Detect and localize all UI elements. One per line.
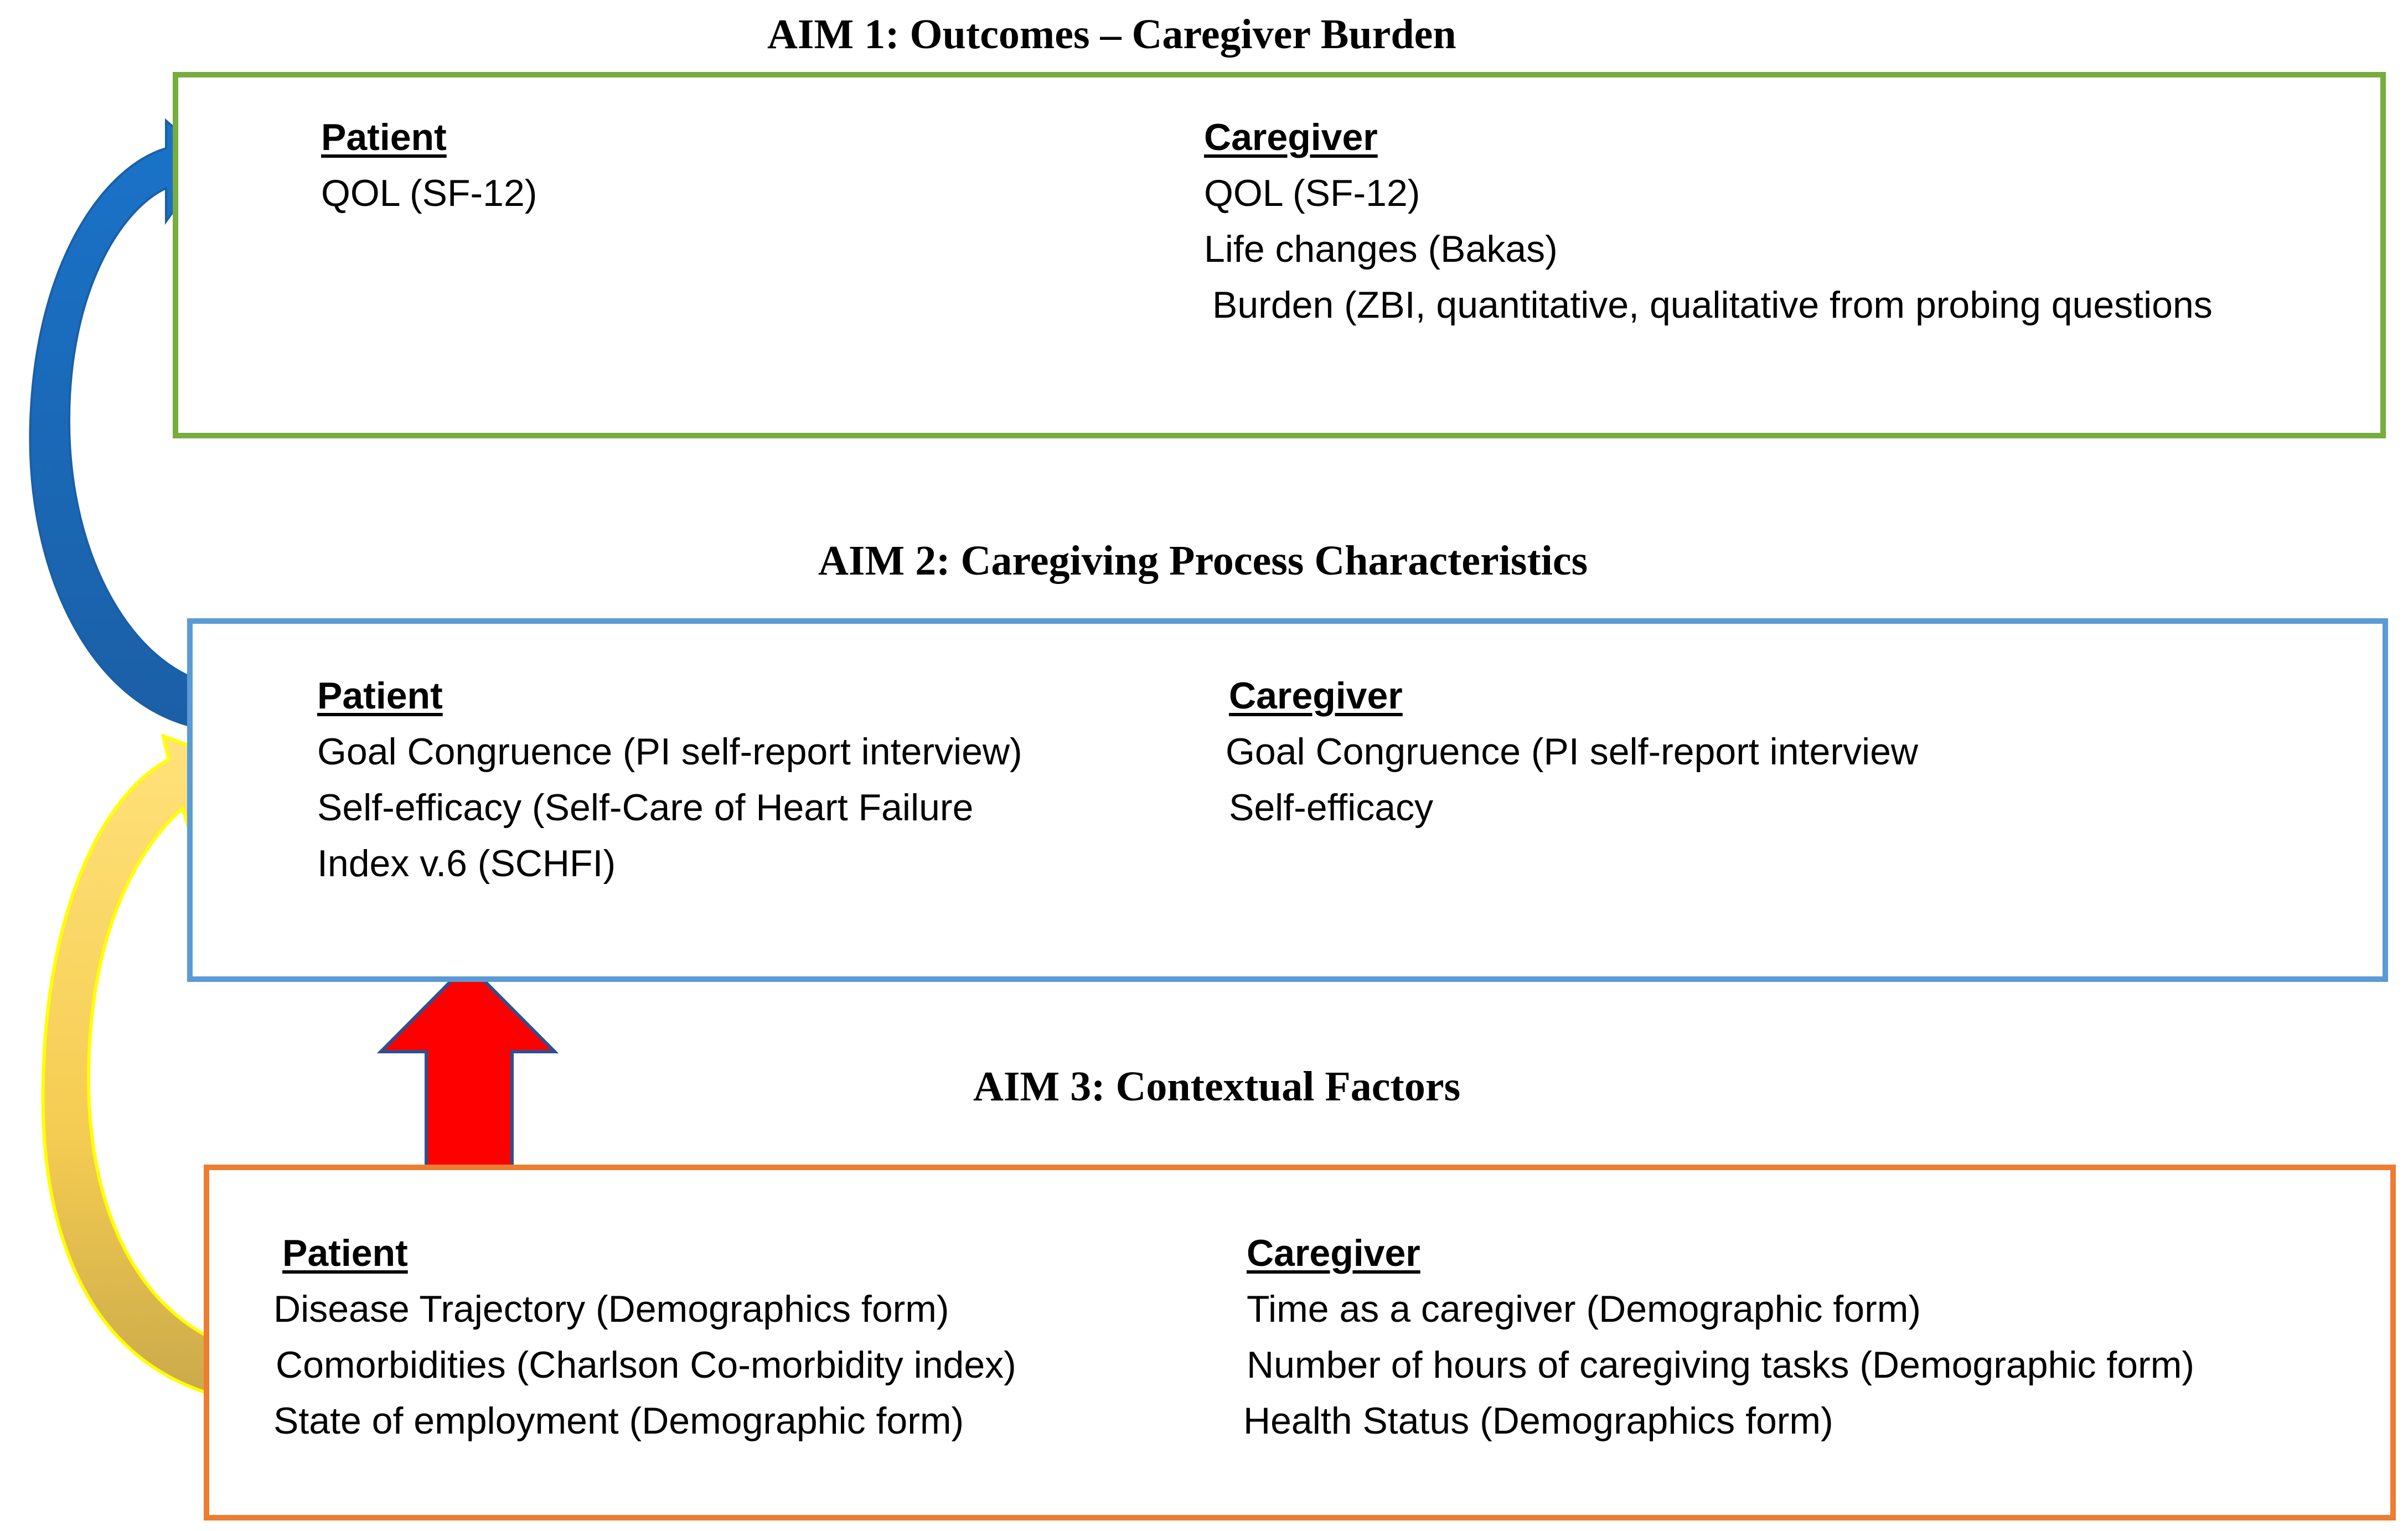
aim3-patient-item: State of employment (Demographic form) — [273, 1400, 964, 1442]
aim2-title: AIM 2: Caregiving Process Characteristic… — [818, 537, 1588, 584]
aim1-caregiver-item: QOL (SF-12) — [1204, 172, 1420, 214]
aim3-caregiver-item: Health Status (Demographics form) — [1243, 1400, 1833, 1442]
aim1-patient-item: QOL (SF-12) — [321, 172, 538, 214]
aim2-caregiver-item: Goal Congruence (PI self-report intervie… — [1226, 731, 1918, 773]
aim1-caregiver-item: Life changes (Bakas) — [1204, 228, 1558, 270]
aim2-caregiver-heading: Caregiver — [1229, 675, 1403, 717]
aim2-box: Patient Goal Congruence (PI self-report … — [187, 618, 2388, 982]
aim3-patient-item: Disease Trajectory (Demographics form) — [273, 1288, 949, 1330]
aim3-patient-item: Comorbidities (Charlson Co-morbidity ind… — [276, 1344, 1016, 1386]
aim1-box: Patient QOL (SF-12) Caregiver QOL (SF-12… — [173, 72, 2386, 438]
aim1-caregiver-heading: Caregiver — [1204, 116, 1378, 158]
aim2-caregiver-item: Self-efficacy — [1229, 787, 1434, 829]
aim3-caregiver-column: Caregiver Time as a caregiver (Demograph… — [1243, 1225, 2194, 1449]
aim3-caregiver-item: Time as a caregiver (Demographic form) — [1247, 1288, 1921, 1330]
aim2-patient-item: Self-efficacy (Self-Care of Heart Failur… — [317, 787, 974, 829]
aim2-caregiver-column: Caregiver Goal Congruence (PI self-repor… — [1226, 668, 1918, 836]
aim3-patient-heading: Patient — [282, 1232, 408, 1274]
aim2-patient-item: Index v.6 (SCHFI) — [317, 842, 616, 885]
aim2-patient-item: Goal Congruence (PI self-report intervie… — [317, 731, 1022, 773]
aim1-patient-heading: Patient — [321, 116, 447, 158]
aim1-patient-column: Patient QOL (SF-12) — [321, 110, 537, 221]
aim3-caregiver-item: Number of hours of caregiving tasks (Dem… — [1247, 1344, 2194, 1386]
aim1-caregiver-column: Caregiver QOL (SF-12) Life changes (Baka… — [1204, 110, 2213, 333]
aim1-caregiver-item: Burden (ZBI, quantitative, qualitative f… — [1212, 284, 2213, 326]
aim3-title: AIM 3: Contextual Factors — [973, 1063, 1461, 1110]
blue-curved-arrow — [29, 118, 212, 731]
yellow-curved-arrow — [41, 733, 246, 1404]
aim1-title: AIM 1: Outcomes – Caregiver Burden — [767, 11, 1456, 58]
aim2-patient-column: Patient Goal Congruence (PI self-report … — [317, 668, 1022, 892]
red-up-arrow — [376, 961, 559, 1170]
aim3-patient-column: Patient Disease Trajectory (Demographics… — [273, 1225, 1016, 1449]
aim3-box: Patient Disease Trajectory (Demographics… — [204, 1165, 2396, 1520]
aim3-caregiver-heading: Caregiver — [1247, 1232, 1420, 1274]
aim2-patient-heading: Patient — [317, 675, 443, 717]
